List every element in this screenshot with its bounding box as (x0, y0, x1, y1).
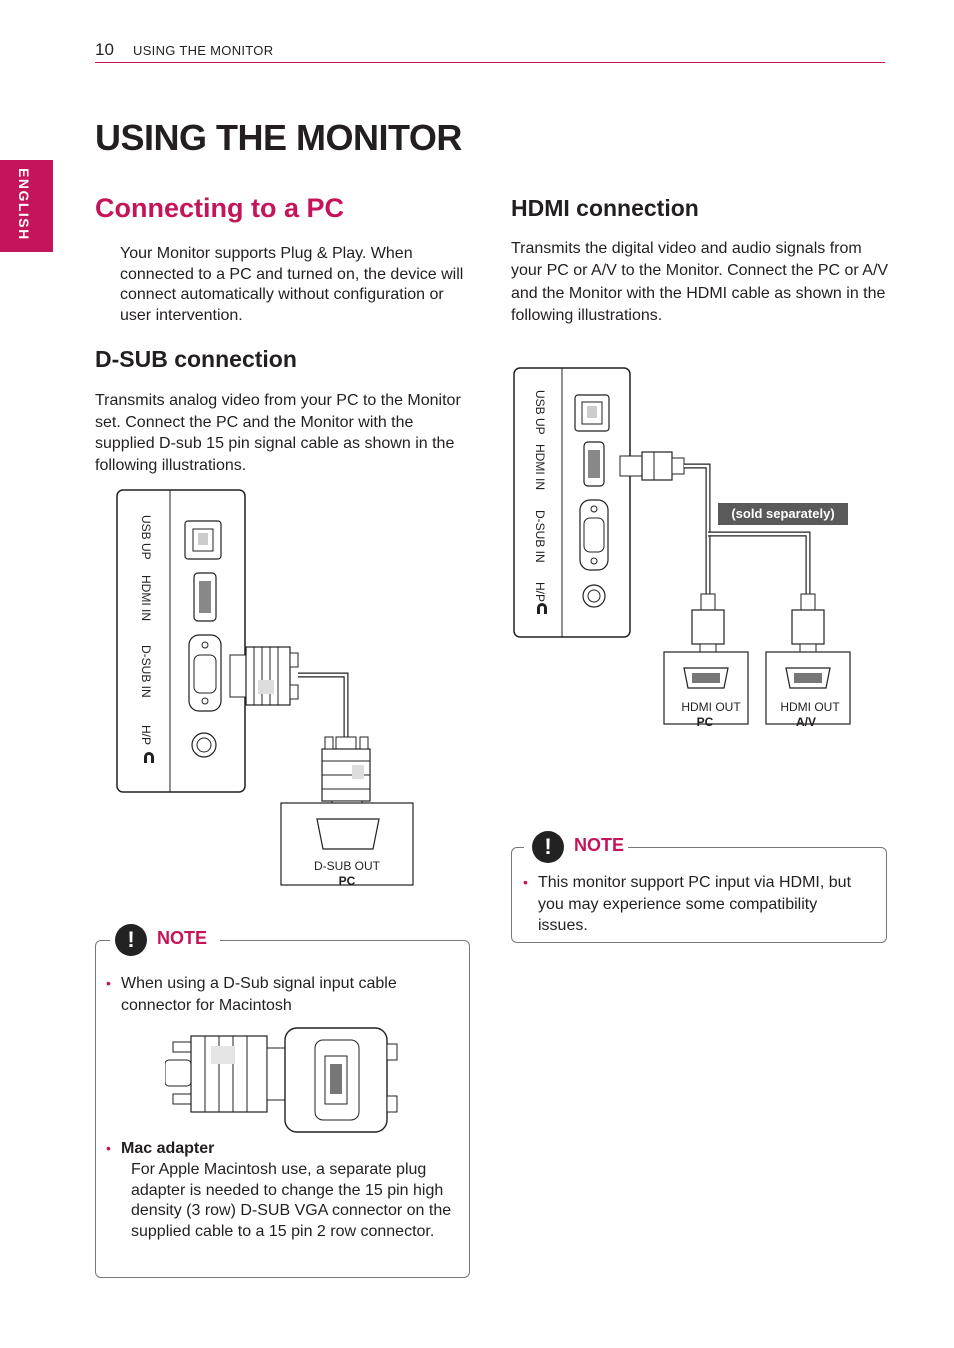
hdmi-port-inner (199, 581, 211, 613)
dsub-screw-bottom (201, 697, 209, 705)
usb-port-tongue (198, 533, 208, 545)
pc-plug-neck (335, 736, 357, 750)
header-rule (95, 62, 885, 63)
dsub-note-item1: When using a D-Sub signal input cable co… (121, 975, 397, 1014)
hdmi-heading: HDMI connection (511, 195, 699, 221)
hdmi-note-item1: This monitor support PC input via HDMI, … (538, 874, 852, 935)
av-plug-strain (800, 593, 816, 611)
plug-screw-top (289, 652, 299, 668)
bullet-icon: • (523, 874, 528, 890)
bullet-icon: • (106, 1140, 111, 1156)
dsub-cable-inner (298, 673, 348, 737)
dsub-plug-body (229, 654, 247, 698)
dsub-out-label: D-SUB OUT (314, 859, 381, 873)
av-port-inner (794, 673, 822, 683)
plug-screw-bottom (289, 684, 299, 700)
hdmi-cable-av (708, 531, 811, 594)
dsub-connection-figure: USB UP HDMI IN D-SUB IN H/P D-SUB OUT PC (116, 489, 414, 888)
running-head: USING THE MONITOR (133, 43, 274, 58)
hdmi-cable-pc-inner (684, 464, 710, 594)
adapter-plug-tip (165, 1059, 192, 1087)
language-tab: ENGLISH (0, 160, 53, 252)
dsub-note-box (95, 940, 470, 1278)
hdmi-cable-av-inner (708, 532, 810, 594)
dsub-screw-top (590, 505, 598, 513)
hdmi-plug-pc (691, 609, 725, 645)
headphone-icon (537, 603, 547, 614)
port-label-hp: H/P (139, 725, 153, 745)
dsub-cable (298, 672, 349, 737)
hp-jack-inner (196, 737, 212, 753)
dsub-screw-top (201, 641, 209, 649)
pc-plug-strain (700, 593, 716, 611)
port-label-hdmi: HDMI IN (139, 575, 153, 621)
av-hdmi-out-label: HDMI OUT (780, 700, 840, 714)
monitor-panel (513, 367, 631, 638)
hdmi-connection-figure: USB UP HDMI IN D-SUB IN H/P (sold separa… (513, 367, 851, 729)
port-label-usb: USB UP (533, 390, 547, 435)
pc-hdmi-out-label: HDMI OUT (681, 700, 741, 714)
port-label-hp: H/P (533, 582, 547, 602)
page-title: USING THE MONITOR (95, 117, 462, 158)
pc-label: PC (339, 874, 356, 888)
pc-plug-label (352, 765, 364, 779)
dsub-port-inner (193, 654, 217, 694)
dsub-screw-bottom (590, 557, 598, 565)
adapter-label (211, 1046, 235, 1064)
adapter-screw-bottom (172, 1093, 192, 1105)
port-label-dsub: D-SUB IN (139, 645, 153, 698)
monitor-panel (116, 489, 246, 793)
port-label-usb: USB UP (139, 515, 153, 560)
dsub-note-title: NOTE (157, 928, 208, 948)
pc-plug-screw-left (324, 736, 334, 750)
adapter-screw-top (172, 1041, 192, 1053)
sold-separately-label: (sold separately) (731, 506, 834, 521)
dsub-body: Transmits analog video from your PC to t… (95, 392, 461, 475)
page-number: 10 (95, 40, 114, 59)
exclamation-icon: ! (532, 831, 564, 863)
connecting-heading: Connecting to a PC (95, 193, 344, 223)
dsub-out-port-icon (316, 818, 380, 850)
adapter-tab-bottom (386, 1095, 398, 1113)
exclamation-icon: ! (115, 924, 147, 956)
connecting-intro: Your Monitor supports Plug & Play. When … (120, 245, 464, 324)
hdmi-port-inner (588, 450, 600, 478)
hdmi-note-title: NOTE (574, 835, 625, 855)
hp-jack-inner (587, 589, 601, 603)
hdmi-note-box (511, 847, 887, 943)
dsub-note-item2-body: For Apple Macintosh use, a separate plug… (131, 1161, 452, 1240)
adapter-neck (266, 1047, 286, 1101)
bullet-icon: • (106, 975, 111, 991)
dsub-note-item2-title: Mac adapter (121, 1140, 215, 1157)
hdmi-plug-monitor (641, 451, 673, 481)
language-tab-label: ENGLISH (16, 168, 32, 241)
hdmi-body: Transmits the digital video and audio si… (511, 240, 889, 324)
usb-port-tongue (587, 406, 597, 418)
adapter-pins (330, 1064, 342, 1094)
dsub-port-inner (583, 517, 605, 553)
dsub-plug-connector (245, 646, 291, 706)
headphone-icon (144, 752, 154, 763)
port-label-hdmi: HDMI IN (533, 444, 547, 490)
pc-label: PC (697, 715, 714, 729)
pc-plug-screw-right (359, 736, 369, 750)
dsub-heading: D-SUB connection (95, 346, 297, 372)
sold-separately-badge (718, 503, 848, 525)
pc-port-inner (692, 673, 720, 683)
hdmi-cable-pc (684, 463, 711, 594)
av-label: A/V (796, 715, 816, 729)
adapter-tab-top (386, 1043, 398, 1061)
hdmi-plug-strain (671, 457, 685, 475)
port-label-dsub: D-SUB IN (533, 510, 547, 563)
plug-label (258, 680, 274, 694)
mac-adapter-figure (165, 1027, 398, 1133)
hdmi-plug-tip (619, 455, 643, 477)
hdmi-plug-av (791, 609, 825, 645)
